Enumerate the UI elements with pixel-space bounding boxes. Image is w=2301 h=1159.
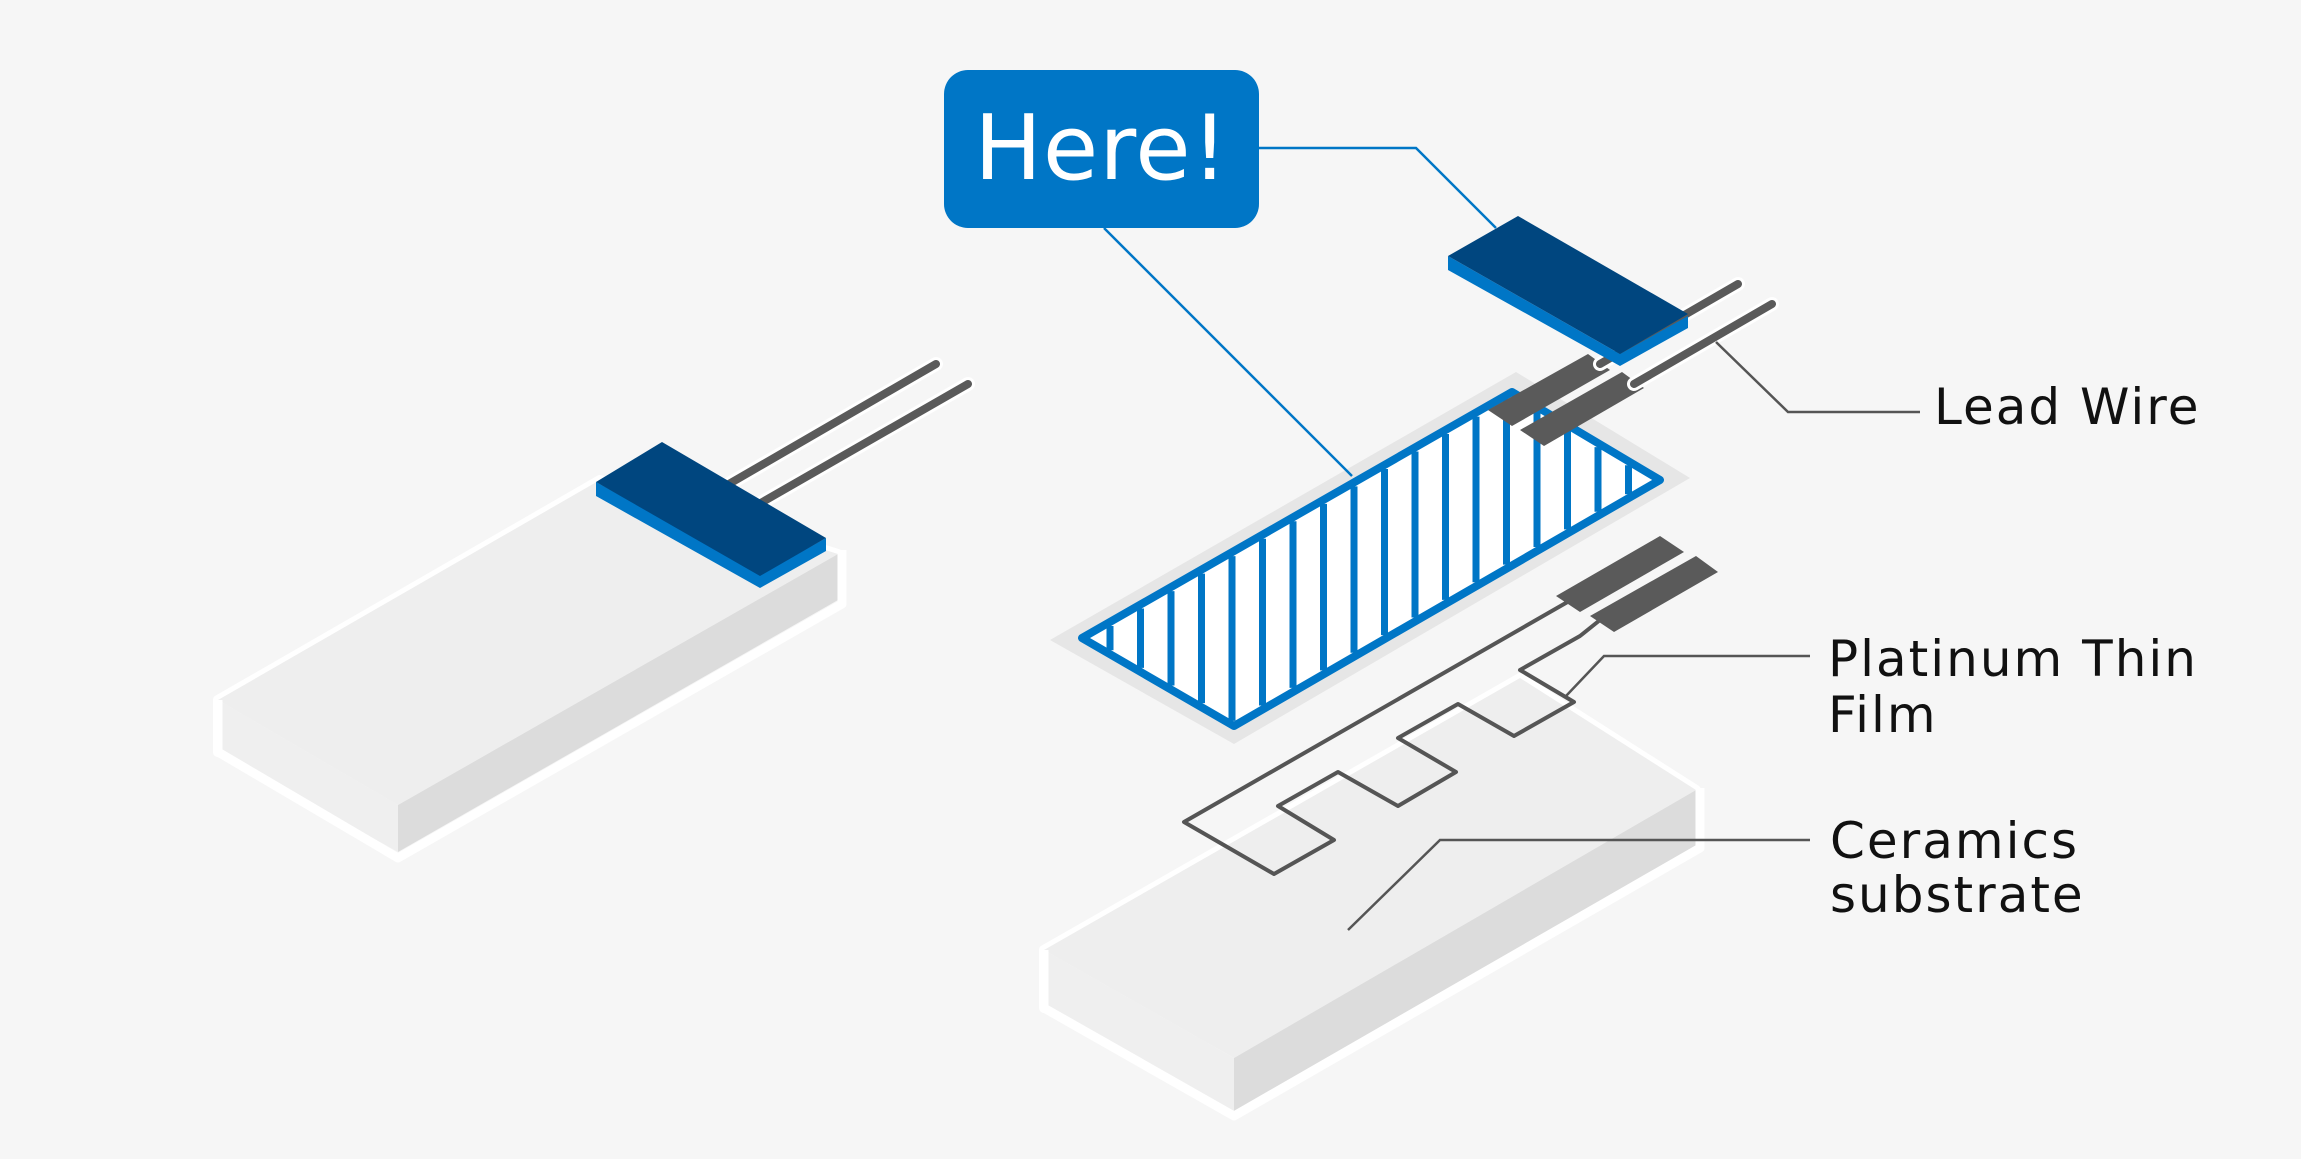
callout-leader-cover: [1259, 146, 1497, 229]
callout-text: Here!: [974, 96, 1229, 201]
exploded-cover-block: [1448, 216, 1688, 366]
assembled-cover-block: [596, 442, 826, 588]
lead-wire-label: Lead Wire: [1934, 378, 2201, 436]
ceramics-label-line2: substrate: [1830, 866, 2085, 924]
platinum-label-line1: Platinum Thin: [1828, 630, 2198, 688]
platinum-label-line2: Film: [1828, 686, 1938, 744]
ceramics-leader: [1347, 838, 1810, 931]
assembled-substrate: [213, 475, 847, 863]
coating-stripes: [1106, 399, 1632, 721]
platinum-trace: [1182, 536, 1718, 876]
exploded-substrate: [1039, 673, 1705, 1121]
ceramics-label-line1: Ceramics: [1830, 812, 2080, 870]
lead-wire-leader: [1715, 341, 1920, 414]
callout-leader-coating: [1103, 227, 1353, 477]
leader-lines: [1103, 146, 1920, 931]
protective-coating: [1050, 372, 1690, 744]
assembled-sensor: [213, 357, 975, 863]
platinum-leader: [1565, 654, 1810, 697]
assembled-lead-wires: [715, 357, 975, 515]
callout-badge: Here!: [944, 70, 1259, 228]
